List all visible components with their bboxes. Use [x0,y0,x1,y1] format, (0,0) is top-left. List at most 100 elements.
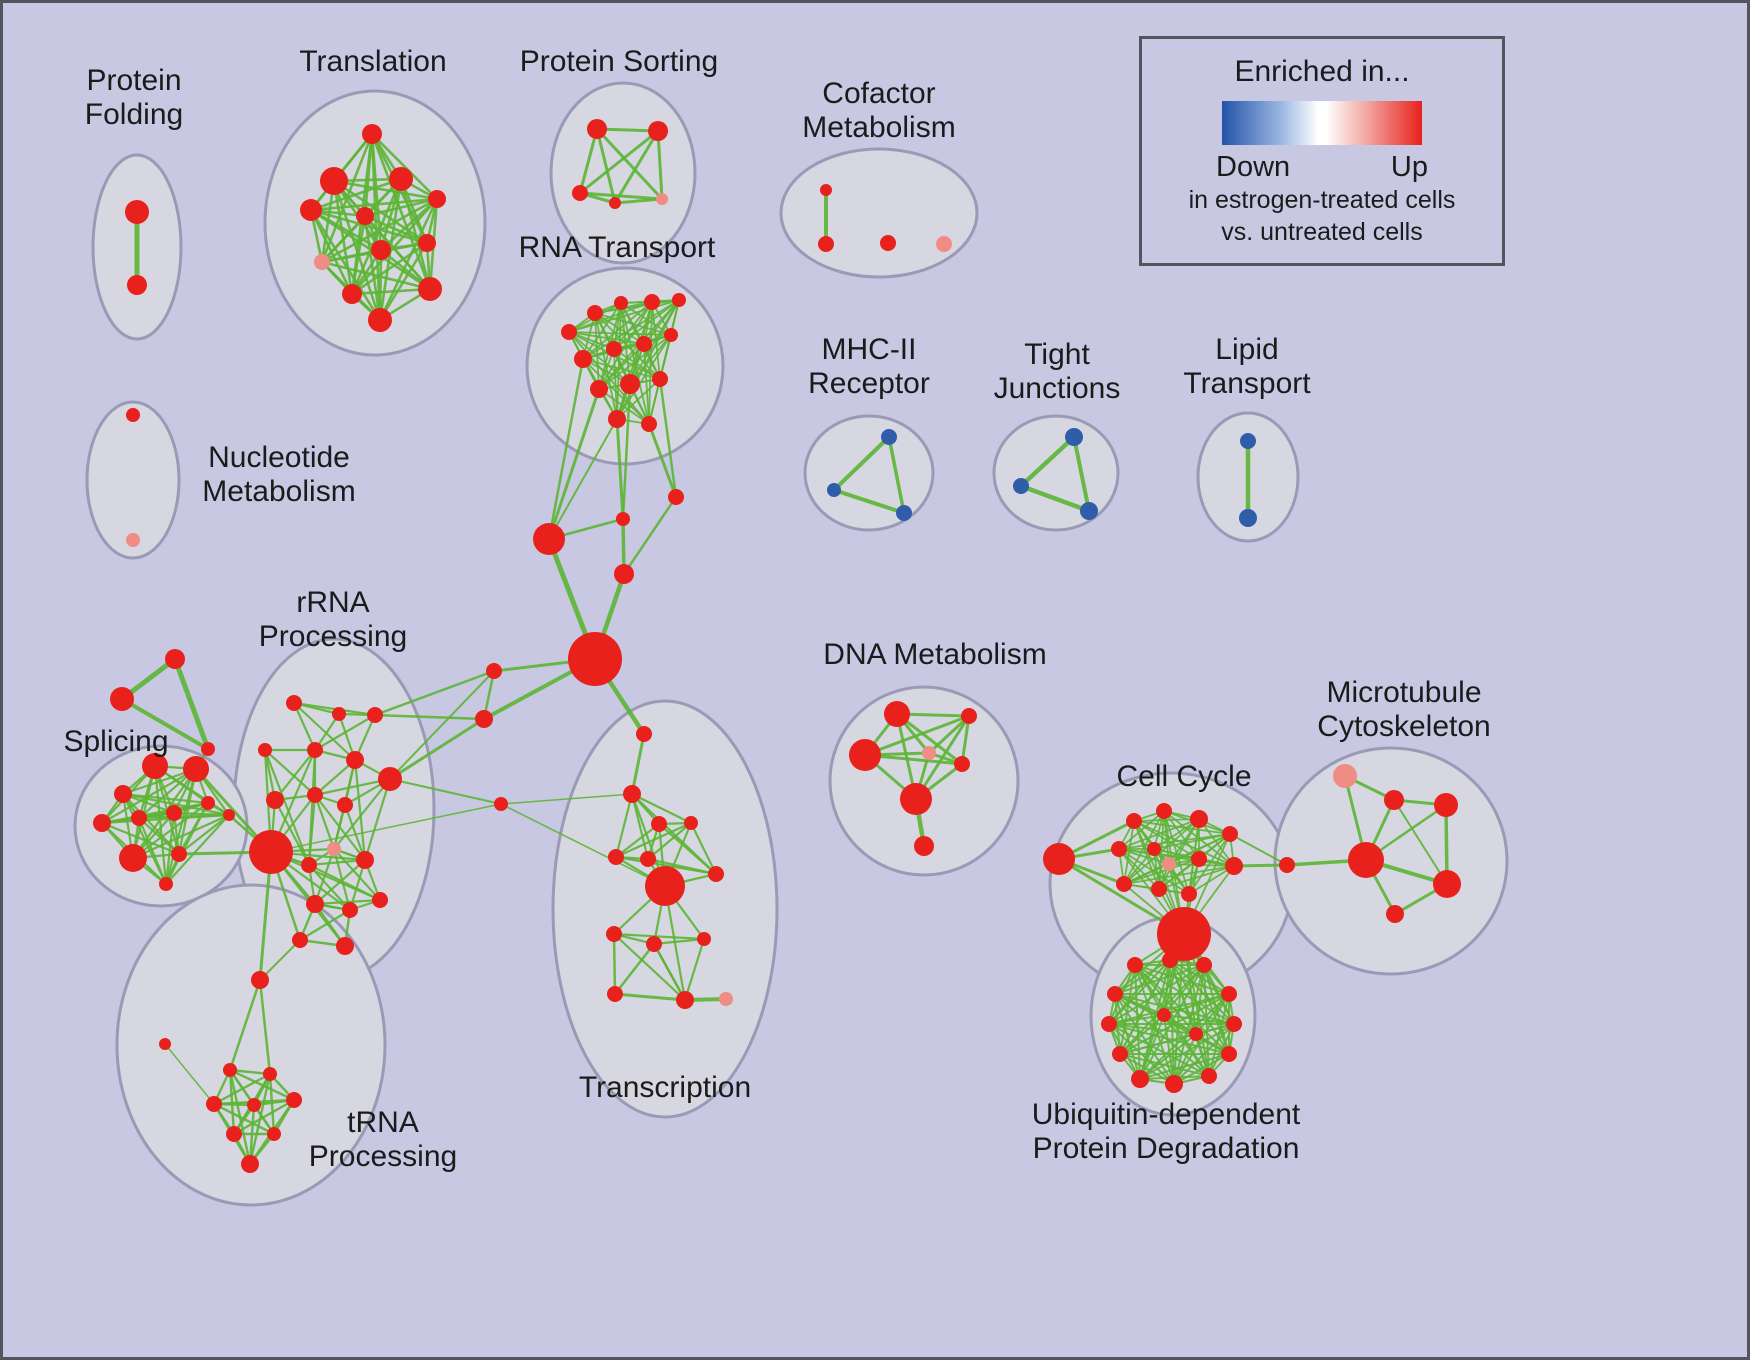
edge-tx8-tx11 [612,932,617,996]
node-ub11 [1165,1075,1183,1093]
node-rt3 [614,296,628,310]
edge-tx10-tx12 [683,937,706,1002]
node-sp3 [114,785,132,803]
node-rt6 [574,350,592,368]
cluster-label-transcription: Transcription [579,1071,751,1104]
node-hub [568,632,622,686]
node-txhub [645,866,685,906]
node-cn2 [616,512,630,526]
edge-cc9-cc11 [1123,858,1200,885]
edge-ub11-ub13 [1163,1014,1175,1085]
edge-ub3-ub14 [1195,964,1205,1035]
node-rr12 [301,857,317,873]
edge-ub4-ub12 [1114,993,1210,1077]
edge-rt9-rt13 [616,334,672,420]
edge-tr6-tr9 [363,214,429,245]
edge-rr12-rr16 [307,863,382,902]
node-rr13 [356,851,374,869]
node-cm1 [820,184,832,196]
node-rr15 [342,902,358,918]
node-tn9 [267,1127,281,1141]
edge-rt4-rt6 [582,301,653,360]
node-rt2 [587,305,603,321]
edge-tx2-tx4 [630,792,693,825]
edge-ub10-ub14 [1139,1033,1197,1080]
edge-rr15-rr17 [298,908,352,942]
edge-tn1-rr17 [259,939,301,981]
node-rt9 [664,328,678,342]
edge-rt4-rt7 [613,301,653,350]
edge-ub9-ub10 [1139,1053,1230,1080]
node-cc7 [1147,842,1161,856]
edge-cc6-cc8 [1118,848,1170,865]
node-dm5 [954,756,970,772]
node-rrhub [249,830,293,874]
node-rt4 [644,294,660,310]
node-mh1 [881,429,897,445]
edge-ub8-ub11 [1119,1053,1175,1085]
node-rr2 [332,707,346,721]
node-rr18 [336,937,354,955]
cluster-ellipse-trna-processing [115,883,387,1207]
node-tj1 [1065,428,1083,446]
edge-cn7-rrhub [270,803,502,853]
edge-rt8-rt14 [643,343,650,425]
edge-rt2-rt5 [594,299,680,314]
edge-tg1-tg3 [172,656,211,752]
node-pf2 [127,275,147,295]
node-sp2 [183,756,209,782]
node-sp7 [201,796,215,810]
edge-tr4-tr11 [399,177,432,291]
legend-endpoints: Down Up [1216,151,1428,184]
edge-tx4-tx7 [689,821,718,876]
node-cc6 [1111,841,1127,857]
edge-rr11-rr16 [332,847,382,902]
edge-cc3-cc6 [1118,810,1165,850]
node-tx8 [606,926,622,942]
node-dm2 [961,708,977,724]
node-cc13 [1181,886,1197,902]
edge-ub6-ub14 [1108,1023,1197,1035]
edge-tx11-tx12 [613,992,687,1002]
edge-rt1-rt11 [568,331,631,385]
edge-mh2-mh3 [832,488,906,515]
node-ps4 [609,197,621,209]
node-ps1 [587,119,607,139]
edge-tr5-tr12 [378,197,439,322]
node-rt12 [652,371,668,387]
edge-rt14-cn1 [647,422,678,499]
edge-tr1-tr11 [370,132,432,291]
node-ub4 [1107,986,1123,1002]
edge-sp5-sp10 [137,816,181,856]
edge-tj1-tj2 [1018,434,1077,489]
node-mc2 [1384,790,1404,810]
edge-cc5-mcx [1229,833,1288,866]
edge-rt4-rt13 [616,301,653,420]
node-ub8 [1112,1046,1128,1062]
edge-rt12-rt13 [616,378,661,420]
edge-tn4-tn5 [212,1072,272,1106]
node-tn7 [286,1092,302,1108]
edge-rt8-rt10 [598,343,645,390]
node-tx11 [607,986,623,1002]
edge-cc5-cc6 [1118,833,1231,850]
edge-rt5-rt6 [582,299,680,360]
node-rr7 [378,767,402,791]
edge-tx8-tx12 [612,932,687,1002]
node-tr8 [371,240,391,260]
edge-rt13-cn2 [615,417,625,521]
node-mh3 [896,505,912,521]
node-cc9 [1191,851,1207,867]
node-cm3 [880,235,896,251]
node-ps5 [656,193,668,205]
node-ub7 [1226,1016,1242,1032]
node-rt8 [636,336,652,352]
edge-ub12-ub13 [1163,1014,1210,1077]
edge-tx9-tx10 [652,937,706,946]
node-lt2 [1239,509,1257,527]
